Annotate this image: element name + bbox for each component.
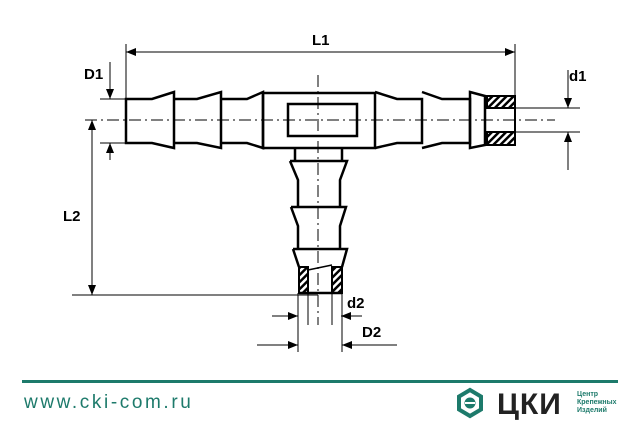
label-D1: D1	[84, 66, 103, 83]
dimensions	[72, 44, 580, 352]
logo-sub-line: Изделий	[577, 407, 607, 414]
footer-divider	[22, 380, 618, 383]
logo-sub-line: Крепежных	[577, 399, 617, 406]
branch-body	[288, 148, 349, 271]
fitting-body	[124, 90, 487, 150]
hatched-end-right	[486, 95, 516, 146]
label-D2: D2	[362, 324, 381, 341]
logo-subtitle: Центр Крепежных Изделий	[577, 391, 617, 415]
hatched-end-bottom	[298, 266, 343, 295]
logo-sub-line: Центр	[577, 391, 599, 398]
website-url[interactable]: www.cki-com.ru	[24, 392, 194, 413]
centerlines	[85, 75, 555, 325]
label-L1: L1	[312, 32, 330, 49]
label-d1: d1	[569, 68, 587, 85]
label-d2: d2	[347, 295, 365, 312]
label-L2: L2	[63, 208, 81, 225]
logo-text: ЦКИ	[497, 388, 562, 421]
cki-logo-icon	[457, 387, 483, 419]
